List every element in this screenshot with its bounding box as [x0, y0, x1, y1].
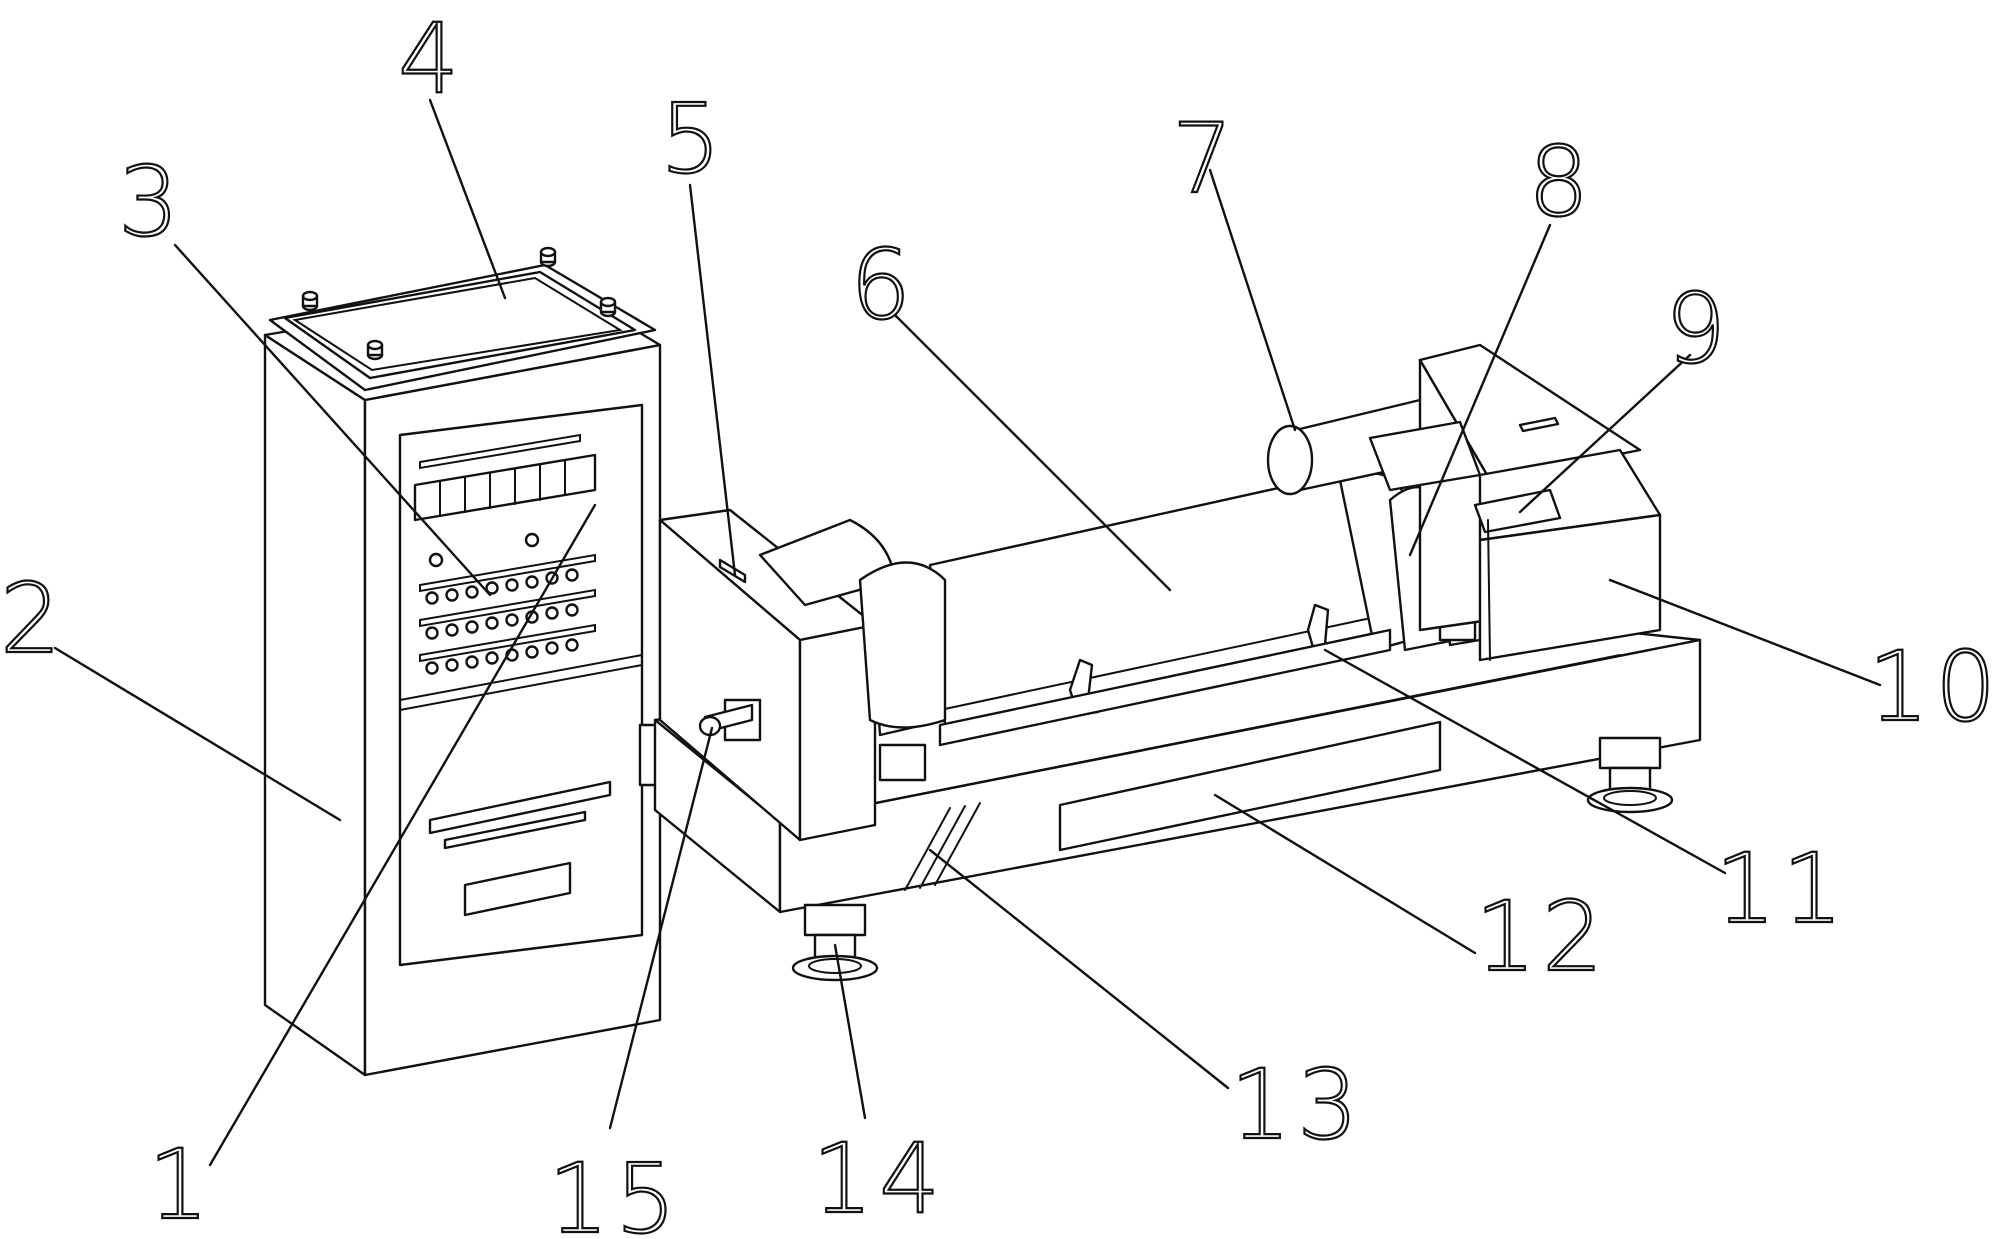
- leader-15: [608, 726, 714, 1130]
- roof-bolt: [599, 296, 617, 318]
- callout-6: 6: [850, 229, 917, 341]
- leader-9: [1518, 353, 1692, 514]
- discharge-slot: [1058, 720, 1442, 852]
- diagonal-brace: [904, 802, 981, 891]
- roof-bolt: [301, 290, 319, 312]
- roof-bolt: [366, 339, 384, 361]
- leader-13: [928, 848, 1230, 1090]
- callout-13: 13: [1230, 1049, 1364, 1161]
- support-foot: [791, 903, 879, 982]
- leader-8: [1408, 223, 1552, 557]
- callout-10: 10: [1868, 631, 1992, 743]
- callout-3: 3: [118, 146, 185, 258]
- motor-housing: [1368, 343, 1662, 662]
- callout-12: 12: [1475, 881, 1609, 993]
- callout-7: 7: [1172, 103, 1239, 215]
- motor-top-slot: [1518, 416, 1560, 433]
- roof-bolt: [539, 246, 557, 268]
- roof-cover: [268, 246, 657, 392]
- leader-14: [833, 943, 867, 1120]
- support-foot: [1586, 736, 1674, 814]
- leader-7: [1208, 168, 1297, 432]
- leader-4: [428, 98, 507, 300]
- leader-12: [1213, 793, 1477, 955]
- control-cabinet: [263, 246, 662, 1077]
- callout-14: 14: [812, 1123, 946, 1235]
- leader-3: [173, 243, 492, 597]
- callout-11: 11: [1715, 833, 1849, 945]
- gearbox-slot: [718, 558, 747, 584]
- callout-8: 8: [1528, 126, 1595, 238]
- cabinet-side: [263, 333, 367, 1077]
- indicator-light: [524, 532, 540, 548]
- indicator-light: [428, 552, 444, 568]
- gearbox-housing: [658, 508, 877, 842]
- input-shaft: [698, 698, 762, 742]
- leader-11: [1323, 648, 1727, 875]
- display-window: [413, 453, 597, 522]
- display-screen: [1473, 488, 1562, 534]
- leader-lines: [53, 98, 1882, 1167]
- button-row: [425, 603, 579, 640]
- centrifuge-drum: [758, 468, 1412, 782]
- leader-1: [208, 503, 597, 1167]
- callout-15: 15: [548, 1143, 682, 1239]
- leader-5: [688, 183, 737, 577]
- nameplate: [463, 861, 572, 917]
- leader-10: [1608, 578, 1882, 687]
- callout-4: 4: [398, 3, 465, 115]
- leader-6: [893, 313, 1172, 592]
- vent-slot: [443, 810, 587, 850]
- callout-1: 1: [148, 1129, 215, 1239]
- leader-2: [53, 646, 342, 822]
- callout-5: 5: [660, 83, 727, 195]
- vent-slot: [428, 780, 612, 835]
- button-row: [425, 568, 579, 605]
- callout-9: 9: [1665, 273, 1732, 385]
- callout-2: 2: [0, 563, 67, 675]
